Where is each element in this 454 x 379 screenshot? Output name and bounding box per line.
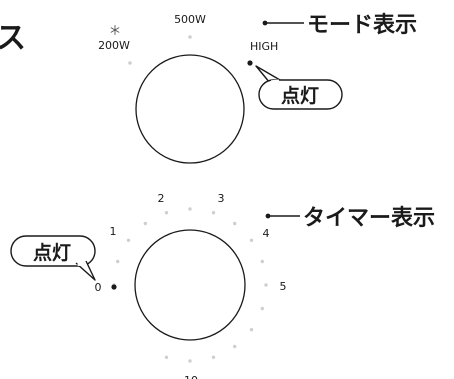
timer-lit-text: 点灯	[33, 242, 71, 264]
mode-dot-200w	[128, 61, 132, 65]
timer-tick-dot	[233, 344, 237, 349]
mode-label-200w: 200W	[98, 39, 130, 52]
timer-leader-dot	[265, 213, 271, 219]
mode-dial	[135, 54, 245, 164]
heading-fragment: ス	[0, 21, 26, 56]
mode-lit-text: 点灯	[281, 85, 319, 107]
timer-display-label: タイマー表示	[303, 206, 435, 231]
mode-dot-high	[247, 60, 253, 66]
timer-label-5: 5	[280, 280, 287, 293]
timer-tick-dot	[260, 306, 264, 311]
mode-display-label: モード表示	[307, 13, 417, 38]
timer-label-0: 0	[95, 281, 102, 294]
timer-label-3: 3	[218, 192, 225, 205]
timer-label-2: 2	[158, 192, 165, 205]
timer-label-1: 1	[110, 225, 117, 238]
mode-lit-callout: 点灯	[255, 65, 343, 110]
timer-tick-dot	[260, 259, 264, 264]
timer-tick-dot	[264, 283, 268, 287]
timer-label-10: 10	[184, 374, 198, 379]
timer-tick-dot	[164, 355, 169, 359]
mode-dot-500w	[188, 35, 192, 39]
timer-tick-dot	[233, 221, 237, 226]
timer-lit-callout: 点灯	[10, 235, 96, 281]
timer-dial	[134, 229, 246, 341]
timer-tick-dot	[249, 328, 254, 332]
timer-tick-dot	[126, 238, 131, 242]
snowflake-icon	[110, 25, 120, 35]
mode-leader-dot	[262, 20, 268, 26]
mode-label-500w: 500W	[174, 13, 206, 26]
timer-tick-dot	[211, 211, 216, 215]
timer-label-4: 4	[263, 227, 270, 240]
timer-tick-dot	[211, 355, 216, 359]
timer-tick-dot	[188, 359, 192, 363]
timer-tick-dot	[164, 211, 169, 215]
timer-tick-dot	[116, 259, 120, 264]
timer-dot-0-active	[111, 284, 117, 290]
timer-tick-dot	[249, 238, 254, 242]
timer-tick-dot	[188, 207, 192, 211]
timer-tick-dot	[143, 221, 147, 226]
mode-label-high: HIGH	[250, 40, 278, 53]
